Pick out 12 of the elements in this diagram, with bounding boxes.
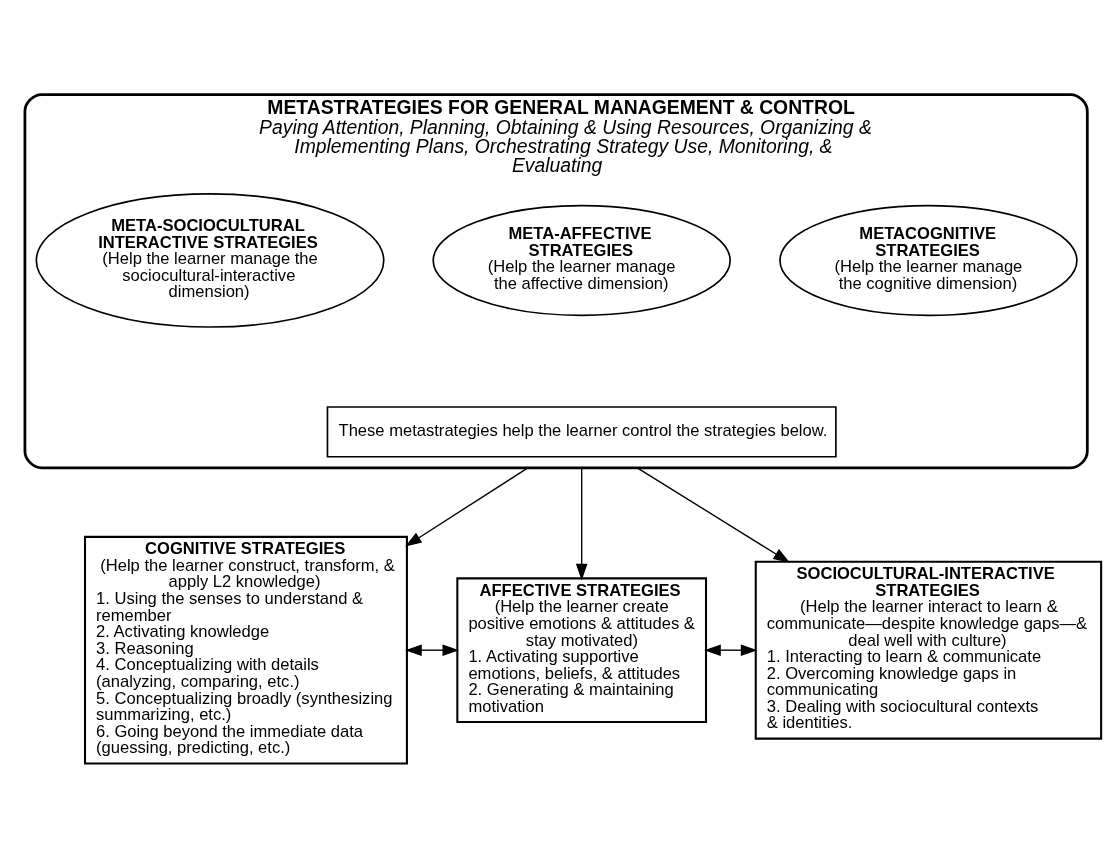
arrow [636,467,790,563]
node-ellipse: METACOGNITIVE STRATEGIES (Help the learner manage the cognitive dimension) [779,204,1078,317]
node-ellipse: META-SOCIOCULTURAL INTERACTIVE STRATEGIES (Help the learner manage the sociocultural-interactive dimension) [35,193,385,328]
arrow [575,467,588,581]
node-ellipse: META-AFFECTIVE STRATEGIES (Help the learner manage the affective dimension) [432,204,731,317]
arrow [405,644,460,656]
node-box: AFFECTIVE STRATEGIES (Help the learner create positive emotions & attitudes & stay motivated) 1. Activating supportive emotions, beliefs, & attitudes 2. Generating & maintaining motivation [456,577,708,724]
node-box: These metastrategies help the learner control the strategies below. [326,406,837,458]
arrow [405,467,529,547]
node-box: COGNITIVE STRATEGIES (Help the learner construct, transform, & apply L2 knowledge) 1. Using the senses to understand & remember 2. Activating knowledge 3. Reasoning 4. Conceptualizing with details (analyzing, comparing, etc.) 5. Conceptualizing broadly (synthesizing summarizing, etc.) 6. Going beyond the immediate data (guessing, predicting, etc.) [84,535,408,765]
arrow [704,644,758,656]
node-box: SOCIOCULTURAL-INTERACTIVE STRATEGIES (Help the learner interact to learn & communicate—despite knowledge gaps—& deal well with culture) 1. Interacting to learn & communicate 2. Overcoming knowledge gaps in communicating 3. Dealing with sociocultural contexts & identities. [754,560,1103,740]
